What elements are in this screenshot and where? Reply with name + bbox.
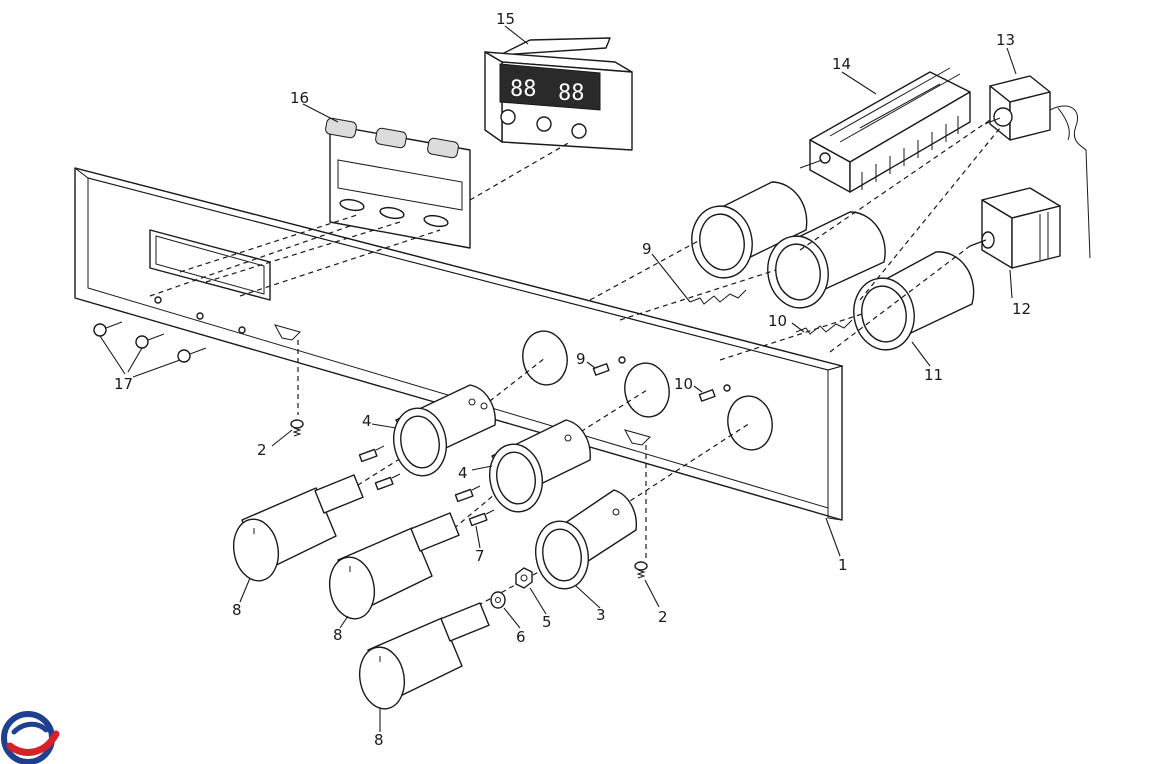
callout-10-front: 10	[674, 375, 693, 393]
knob-guide-3	[853, 251, 975, 351]
screw-7-4	[468, 509, 495, 527]
knob-bezel-upper	[393, 384, 496, 477]
callout-16: 16	[290, 89, 309, 107]
callout-2-left: 2	[257, 441, 267, 459]
spring-10-rear	[795, 319, 853, 335]
callout-5: 5	[542, 613, 552, 631]
screw-17-2	[135, 333, 165, 349]
callout-13: 13	[996, 31, 1015, 49]
screw-7-3	[454, 485, 481, 503]
energy-regulator	[969, 187, 1061, 269]
callout-7: 7	[475, 547, 485, 565]
screw-10-front	[698, 389, 716, 402]
screws	[93, 321, 716, 579]
control-knob-1	[232, 474, 364, 582]
callout-1: 1	[838, 556, 848, 574]
screw-17-1	[93, 321, 123, 337]
electronic-timer: 88 88	[484, 37, 633, 151]
timer-left-digits: 88	[510, 77, 537, 102]
callout-6: 6	[516, 628, 526, 646]
nut	[515, 567, 533, 589]
callout-numbers: 1 2 2 3 4 4 5 6 7 8 8 8 9 9 10 10 11 12 …	[114, 10, 1031, 749]
timer-right-digits: 88	[558, 81, 585, 106]
selector-switch	[799, 67, 971, 193]
callout-11: 11	[924, 366, 943, 384]
knob-hole-2	[624, 362, 670, 418]
timer-bracket	[325, 117, 471, 249]
callout-4-upper: 4	[362, 412, 372, 430]
display-window	[149, 229, 271, 301]
callout-14: 14	[832, 55, 851, 73]
screw-2-left	[290, 419, 304, 437]
timer-button-3	[571, 123, 587, 139]
screw-7-2	[374, 473, 401, 491]
brand-logo	[1, 711, 60, 764]
knob-guide-1	[691, 181, 808, 279]
spring-9-rear	[689, 289, 747, 305]
knob-guide-2	[767, 211, 886, 309]
callout-8-lower: 8	[374, 731, 384, 749]
knob-hole-3	[727, 395, 773, 451]
timer-button-1	[500, 109, 516, 125]
callout-9-rear: 9	[642, 240, 652, 258]
callout-3: 3	[596, 606, 606, 624]
control-knob-3	[358, 602, 490, 710]
callout-15: 15	[496, 10, 515, 28]
callout-4-lower: 4	[458, 464, 468, 482]
timer-button-2	[536, 116, 552, 132]
callout-9-front: 9	[576, 350, 586, 368]
assembly-lines	[149, 119, 1001, 611]
callout-12: 12	[1012, 300, 1031, 318]
washer	[490, 591, 506, 609]
control-knob-2	[328, 512, 460, 620]
control-panel	[74, 167, 844, 521]
knob-bezel-middle	[489, 419, 591, 513]
callout-8-upper: 8	[232, 601, 242, 619]
timer-display-panel	[499, 63, 601, 111]
screw-17-3	[177, 347, 207, 363]
callout-2-right: 2	[658, 608, 668, 626]
callout-10-rear: 10	[768, 312, 787, 330]
callout-17: 17	[114, 375, 133, 393]
screw-9-front	[592, 363, 610, 376]
leader-lines	[99, 25, 1017, 732]
knob-hole-1	[522, 330, 568, 386]
knob-bezel-lower	[535, 489, 638, 590]
thermostat	[984, 75, 1091, 259]
logo-red-swoosh	[6, 730, 60, 756]
screw-7-1	[358, 445, 385, 463]
callout-8-middle: 8	[333, 626, 343, 644]
screw-2-right	[634, 561, 648, 579]
